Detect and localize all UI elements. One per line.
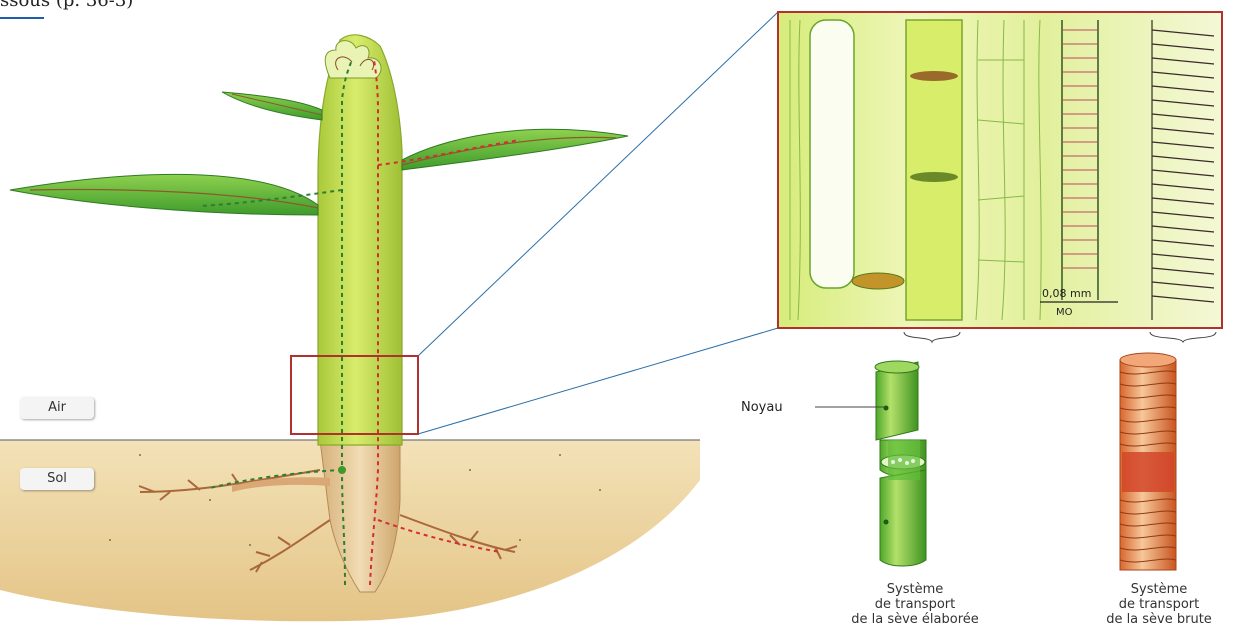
sieve-plate-2 bbox=[910, 172, 958, 182]
leaf-top-left bbox=[222, 92, 322, 120]
microscope-label: MO bbox=[1056, 307, 1073, 318]
micrograph: 0,08 mm MO bbox=[778, 12, 1222, 328]
xylem-caption-line-1: Système bbox=[1064, 582, 1254, 597]
brace-xylem bbox=[1150, 332, 1216, 342]
zoom-line-bottom bbox=[418, 328, 778, 434]
sieve-plate-1 bbox=[910, 71, 958, 81]
root-node bbox=[338, 466, 346, 474]
sol-label: Sol bbox=[20, 468, 94, 490]
sieve-tube-dark bbox=[906, 20, 962, 320]
air-label: Air bbox=[20, 397, 94, 419]
phloem-caption-line-1: Système bbox=[820, 582, 1010, 597]
xylem-caption-line-2: de transport bbox=[1064, 597, 1254, 612]
xylem-caption-line-3: de la sève brute bbox=[1064, 612, 1254, 627]
leaf-right bbox=[402, 129, 628, 170]
phloem-caption-line-3: de la sève élaborée bbox=[820, 612, 1010, 627]
xylem-tube-illustration bbox=[1120, 353, 1176, 570]
phloem-caption-line-2: de transport bbox=[820, 597, 1010, 612]
brace-phloem bbox=[904, 332, 960, 342]
sieve-tube-light bbox=[810, 20, 854, 288]
leaf-left bbox=[10, 174, 318, 215]
zoom-line-top bbox=[418, 12, 778, 356]
phloem-tube-illustration bbox=[875, 361, 926, 566]
phloem-caption: Système de transport de la sève élaborée bbox=[820, 582, 1010, 627]
noyau-label: Noyau bbox=[741, 400, 783, 415]
sieve-plate-bottom bbox=[852, 273, 904, 289]
stem bbox=[318, 35, 402, 445]
xylem-caption: Système de transport de la sève brute bbox=[1064, 582, 1254, 627]
scale-label: 0,08 mm bbox=[1042, 287, 1091, 300]
